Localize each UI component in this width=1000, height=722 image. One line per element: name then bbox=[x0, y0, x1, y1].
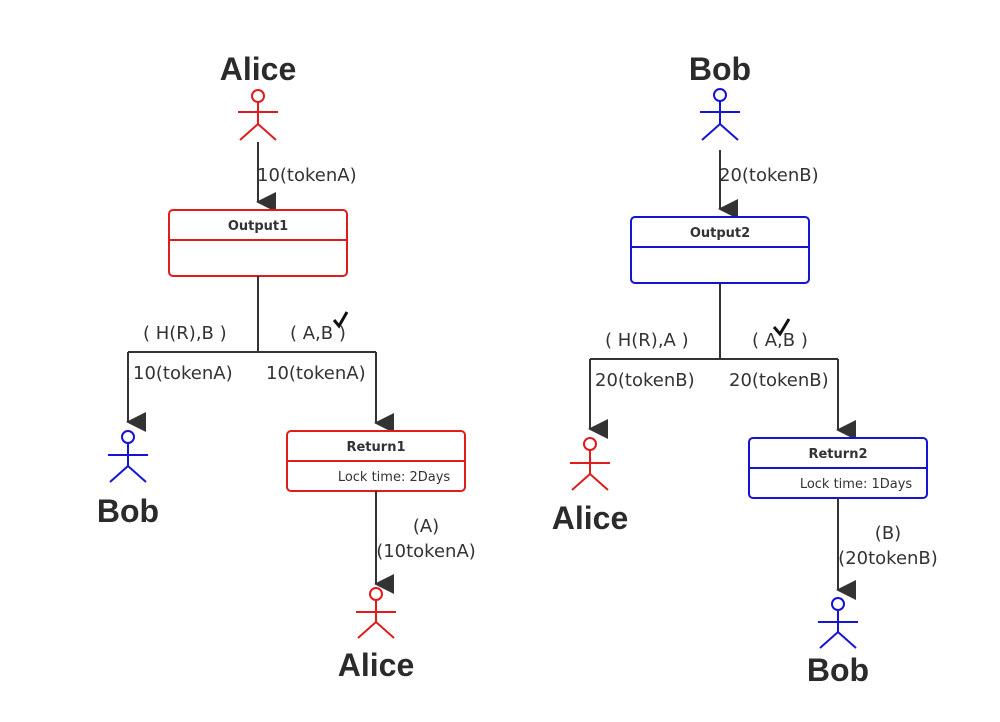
branch-right-amount: 10(tokenA) bbox=[266, 363, 366, 384]
checkmark-icon bbox=[772, 318, 791, 337]
return1-lock-time: Lock time: 2Days bbox=[338, 470, 451, 485]
actor-bob-left-icon bbox=[108, 430, 148, 483]
condition-left-label: ( H(R),A ) bbox=[605, 330, 689, 351]
actor-alice-bottom-icon bbox=[356, 587, 396, 639]
left-diagram: Alice 10(tokenA) Output1 ( H(R),B ) ( A,… bbox=[97, 51, 476, 683]
checkmark-icon bbox=[332, 311, 349, 329]
actor-name-top-alice: Alice bbox=[220, 51, 296, 87]
actor-name-top-bob: Bob bbox=[689, 51, 751, 87]
condition-right-label: ( A,B ) bbox=[290, 323, 346, 344]
output1-box: Output1 bbox=[168, 209, 348, 277]
return2-lock-time: Lock time: 1Days bbox=[800, 477, 913, 492]
right-diagram: Bob 20(tokenB) Output2 ( H(R),A ) ( A,B … bbox=[552, 51, 938, 688]
actor-name-alice-left: Alice bbox=[552, 500, 628, 536]
return1-box: Return1 Lock time: 2Days bbox=[286, 430, 466, 492]
output2-box: Output2 bbox=[630, 216, 810, 284]
condition-right-label: ( A,B ) bbox=[752, 330, 808, 351]
return2-condition: (B) bbox=[875, 523, 901, 544]
return2-box: Return2 Lock time: 1Days bbox=[748, 437, 928, 499]
output1-title: Output1 bbox=[228, 219, 288, 234]
return1-title: Return1 bbox=[346, 440, 405, 455]
actor-name-bob-left: Bob bbox=[97, 493, 159, 529]
branch-right-amount: 20(tokenB) bbox=[729, 370, 829, 391]
actor-name-alice-bottom: Alice bbox=[338, 647, 414, 683]
actor-bob-top-icon bbox=[700, 88, 740, 141]
actor-alice-left-icon bbox=[570, 437, 610, 491]
deposit-label: 10(tokenA) bbox=[257, 165, 357, 186]
return1-amount: (10tokenA) bbox=[376, 541, 476, 562]
output2-title: Output2 bbox=[690, 226, 750, 241]
branch-left-amount: 10(tokenA) bbox=[133, 363, 233, 384]
actor-alice-top-icon bbox=[238, 89, 278, 141]
deposit-label: 20(tokenB) bbox=[719, 165, 819, 186]
actor-bob-bottom-icon bbox=[818, 597, 858, 649]
return2-amount: (20tokenB) bbox=[838, 548, 938, 569]
return2-title: Return2 bbox=[808, 447, 867, 462]
branch-left-amount: 20(tokenB) bbox=[595, 370, 695, 391]
return1-condition: (A) bbox=[413, 516, 439, 537]
actor-name-bob-bottom: Bob bbox=[807, 652, 869, 688]
condition-left-label: ( H(R),B ) bbox=[143, 323, 227, 344]
